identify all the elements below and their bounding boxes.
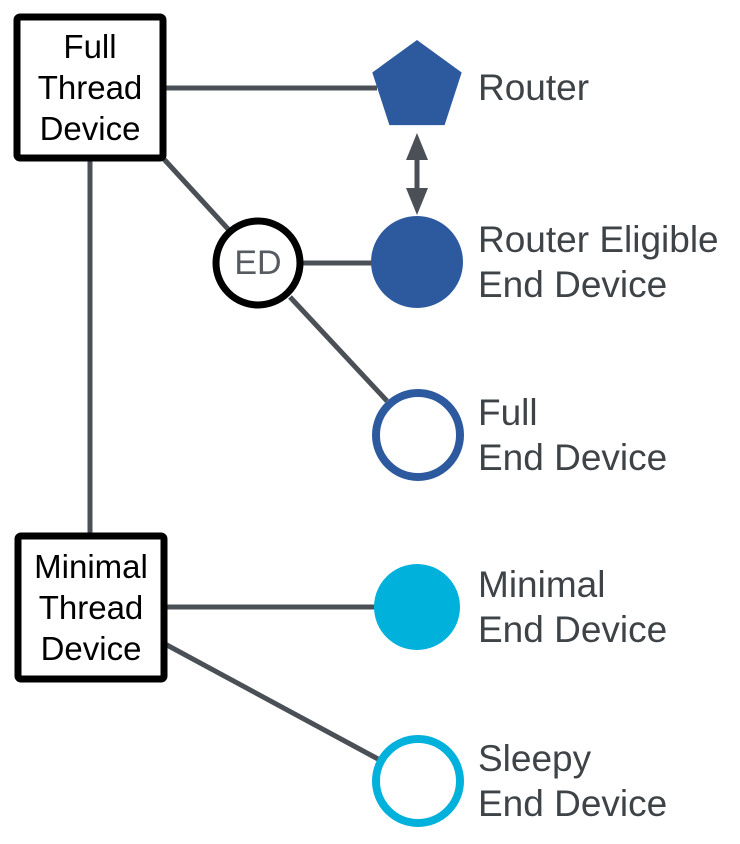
connector-mtd-sed [163,641,380,762]
connector-ftd-ed [160,155,230,231]
sleepy-end-device-circle [372,735,464,827]
label-line: Router [478,67,590,108]
box-label-line: Device [40,630,142,667]
double-arrow-head-up [406,133,428,160]
box-label-line: Minimal [34,548,148,585]
label-line: End Device [478,437,668,478]
label-line: End Device [478,609,668,650]
box-label-line: Full [63,28,117,65]
double-arrow-router-reed [406,133,428,215]
label-sleepy-end-device: Sleepy End Device [478,736,667,826]
ed-badge-label: ED [234,244,282,282]
label-router: Router [478,65,589,110]
ed-badge-circle [212,217,304,309]
full-thread-device-label: Full Thread Device [16,16,164,159]
minimal-thread-device-label: Minimal Thread Device [17,535,165,680]
router-pentagon [372,40,462,126]
minimal-end-device-circle [374,564,460,650]
box-label-line: Device [39,110,141,147]
full-thread-device-box [13,13,167,162]
minimal-thread-device-box [14,532,168,683]
label-line: End Device [478,783,668,824]
label-minimal-end-device: Minimal End Device [478,562,667,652]
box-label-line: Thread [37,69,143,106]
label-line: End Device [478,264,668,305]
double-arrow-head-down [406,188,428,215]
label-router-eligible-end-device: Router Eligible End Device [478,217,719,307]
label-line: Minimal [478,564,606,605]
label-line: Full [478,392,538,433]
label-line: Router Eligible [478,219,719,260]
label-line: Sleepy [478,738,592,779]
box-label-line: Thread [38,589,144,626]
label-full-end-device: Full End Device [478,390,667,480]
full-end-device-circle [372,389,464,481]
connector-ed-fed [288,295,389,403]
router-eligible-end-device-circle [371,216,463,308]
